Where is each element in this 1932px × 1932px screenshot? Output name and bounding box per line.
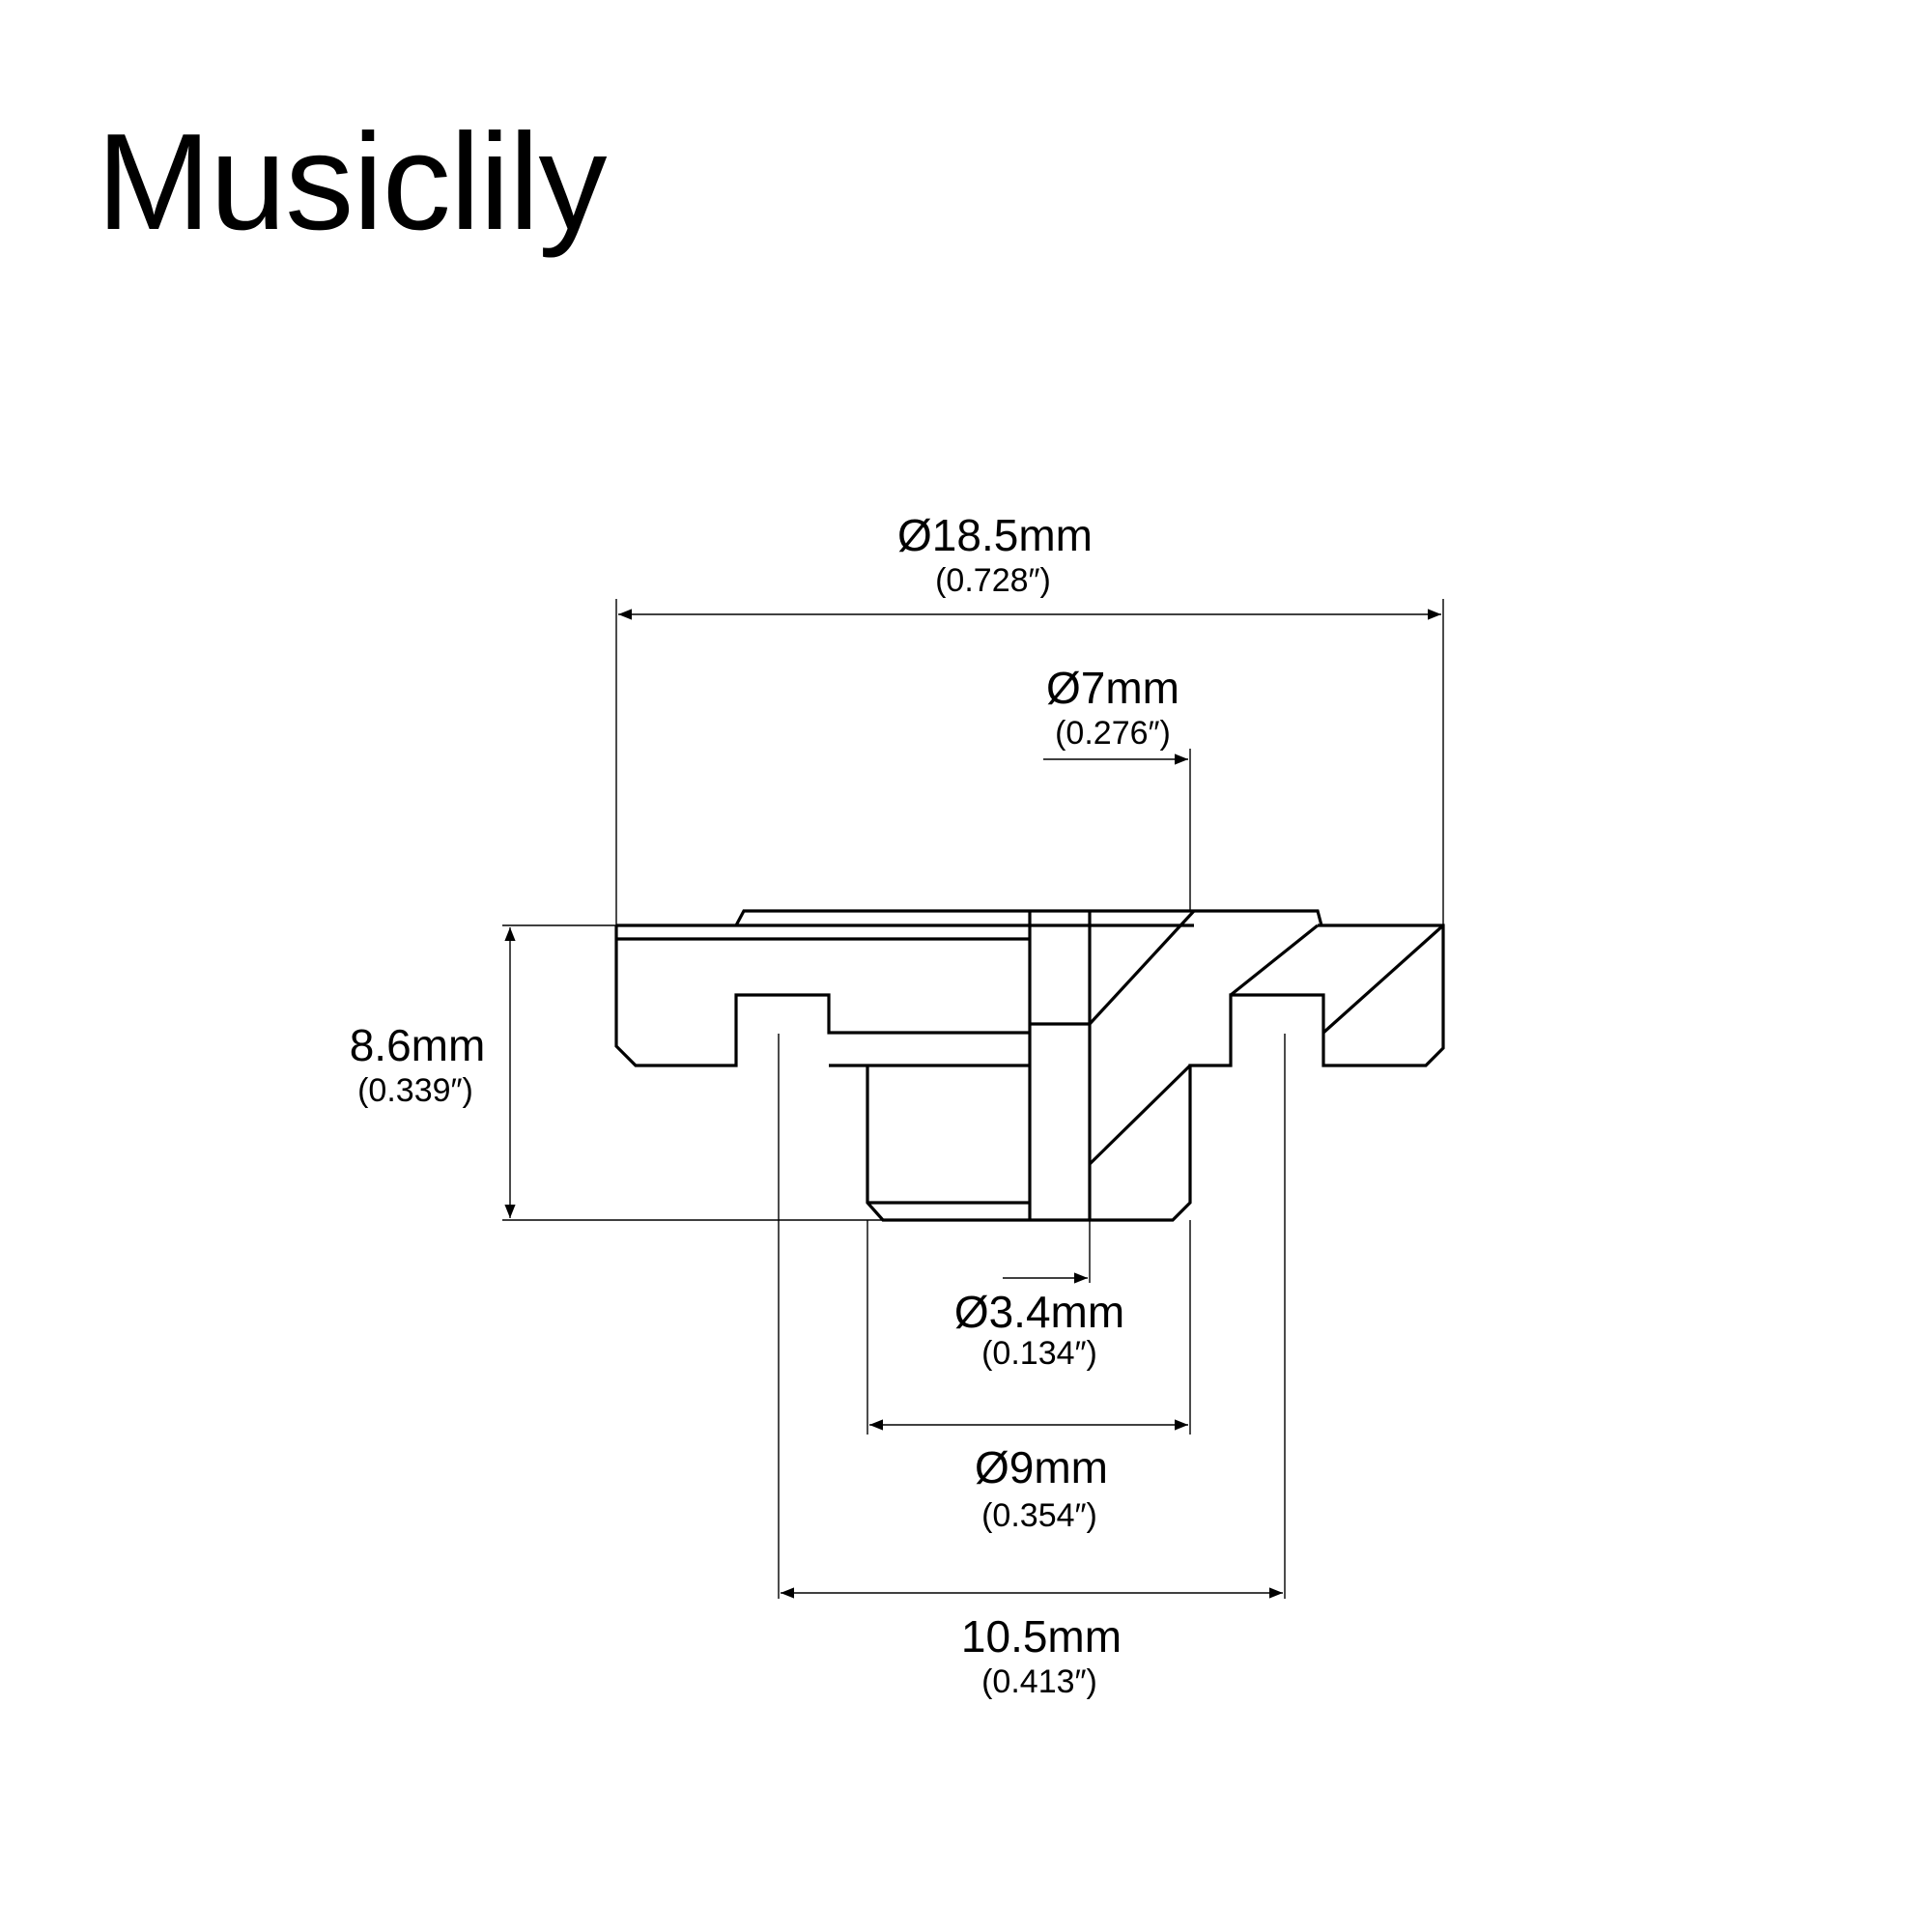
label-bore-diameter-inch: (0.134″) (981, 1335, 1097, 1372)
label-shank-diameter-inch: (0.354″) (981, 1497, 1097, 1534)
bore-outline (1030, 1022, 1092, 1220)
section-diagonal-4 (1321, 923, 1445, 1035)
label-groove-spacing: 10.5mm (961, 1611, 1122, 1662)
label-outer-diameter: Ø18.5mm (897, 510, 1093, 560)
section-diagonal-2 (1088, 1064, 1192, 1166)
top-lip (734, 909, 1323, 926)
dimension-labels: Ø18.5mm (0.728″) Ø7mm (0.276″) 8.6mm (0.… (350, 510, 1179, 1700)
label-bore-diameter: Ø3.4mm (954, 1287, 1124, 1337)
label-top-diameter-inch: (0.276″) (1055, 715, 1171, 752)
label-shank-diameter: Ø9mm (975, 1442, 1108, 1492)
label-height: 8.6mm (350, 1020, 486, 1070)
dimension-lines (504, 609, 1441, 1599)
left-flange-outline (614, 925, 1030, 1067)
brand-logo-text: Musiclily (97, 105, 607, 259)
label-height-inch: (0.339″) (357, 1072, 473, 1109)
part-cross-section (614, 909, 1445, 1222)
section-diagonal-3 (1230, 923, 1319, 997)
shank-left (866, 1065, 1030, 1222)
label-outer-diameter-inch: (0.728″) (935, 562, 1051, 599)
label-top-diameter: Ø7mm (1046, 663, 1179, 713)
right-section-outline (1030, 923, 1445, 1222)
section-diagonal-1 (1088, 909, 1196, 1026)
extension-lines (502, 599, 1444, 1599)
label-groove-spacing-inch: (0.413″) (981, 1663, 1097, 1700)
